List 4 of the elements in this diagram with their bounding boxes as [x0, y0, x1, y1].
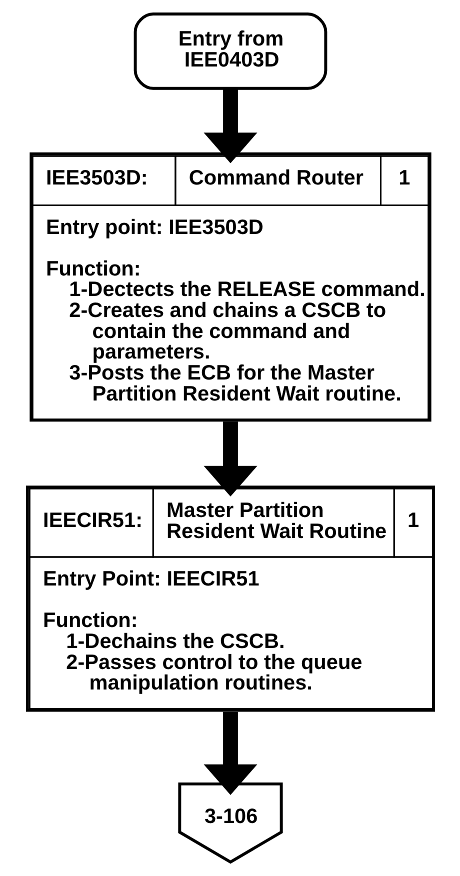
arrow — [203, 88, 257, 164]
arrow — [203, 712, 257, 795]
node-box: Entry from IEE0403D — [133, 12, 327, 90]
arrow — [203, 422, 257, 497]
